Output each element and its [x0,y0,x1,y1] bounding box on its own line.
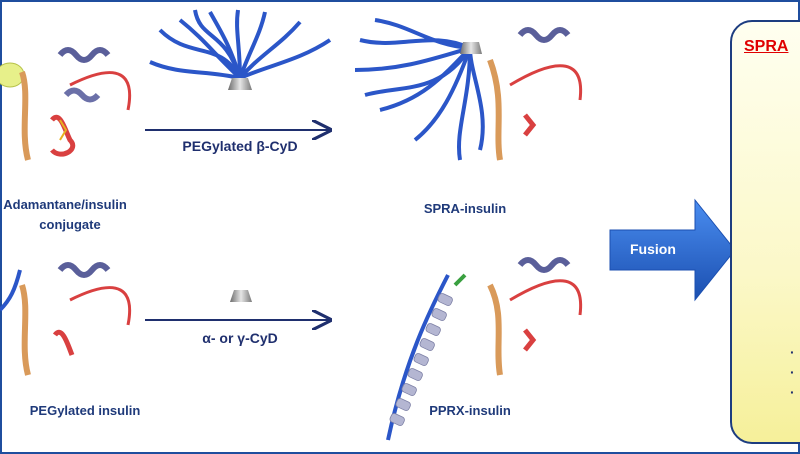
label-adamantane-line2: conjugate [39,217,101,232]
panel-title: SPRA [744,38,789,55]
fusion-arrow [609,198,736,302]
insulin-protein-top-left [0,47,132,161]
spra-panel [730,20,800,444]
panel-bullet-1: · [790,344,795,360]
label-pegylated-insulin: PEGylated insulin [29,403,141,418]
peg-chains-top [149,9,332,80]
label-spra-insulin: SPRA-insulin [423,201,507,216]
bottom-reagent-label: α- or γ-CyD [202,330,278,346]
label-adamantane-line1: Adamantane/insulin [3,197,127,212]
cyd-ring-top [228,78,252,90]
panel-bullet-3: · [790,384,795,400]
pprx-insulin-graphic [386,257,583,441]
fusion-label: Fusion [630,241,676,257]
cyd-ring-bottom [230,290,252,302]
label-pprx-insulin: PPRX-insulin [429,403,511,418]
top-reagent-label: PEGylated β-CyD [182,138,298,154]
panel-bullet-2: · [790,364,795,380]
spra-insulin-graphic [354,18,583,161]
insulin-protein-bottom-left [0,262,132,376]
